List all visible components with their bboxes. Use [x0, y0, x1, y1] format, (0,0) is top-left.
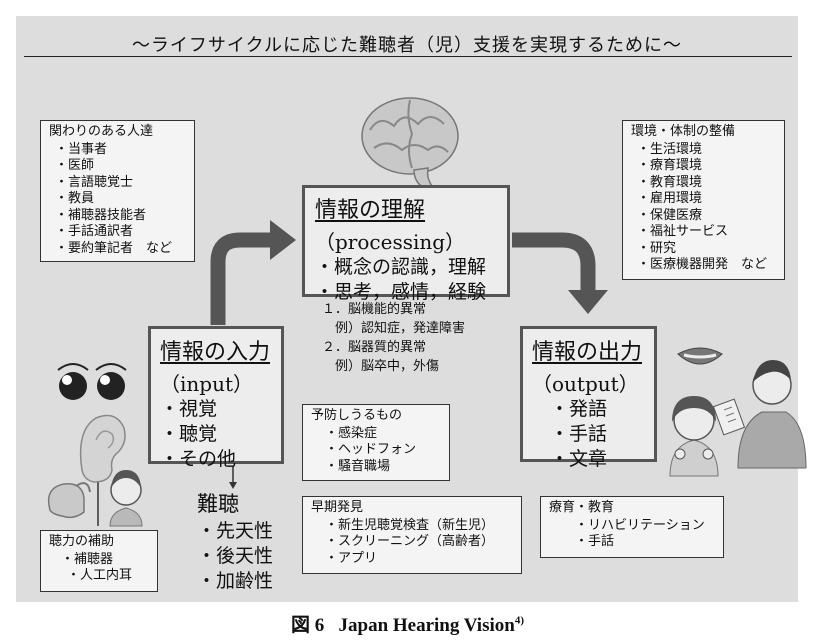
hearing-aid-box: 聴力の補助 ・補聴器 ・人工内耳 [40, 530, 158, 592]
child-icon [669, 396, 719, 477]
hearing-aid-icon [47, 482, 91, 519]
environment-item: ・教育環境 [637, 174, 703, 190]
hearing-aid-item: ・補聴器 [61, 551, 114, 567]
people-item: ・教員 [55, 191, 95, 206]
output-english: （output） [532, 372, 639, 396]
caption-text: Japan Hearing Vision [338, 615, 515, 636]
input-english: （input） [160, 372, 253, 396]
eyes-icon [57, 363, 127, 400]
people-item: ・補聴器技能者 [55, 207, 147, 223]
output-item: ・文章 [550, 448, 608, 470]
input-heading: 情報の入力 [160, 340, 271, 365]
processing-note: 例）認知症，発達障害 [322, 321, 466, 336]
environment-box: 環境・体制の整備 ・生活環境 ・療育環境 ・教育環境 ・雇用環境 ・保健医療 ・… [622, 120, 785, 280]
preventable-box: 予防しうるもの ・感染症 ・ヘッドフォン ・騒音職場 [302, 404, 450, 481]
processing-note: ２．脳器質的異常 [322, 340, 427, 355]
output-item: ・手話 [550, 423, 608, 445]
processing-note: 例）脳卒中，外傷 [322, 359, 440, 374]
people-item: ・当事者 [55, 141, 108, 157]
environment-item: ・医療機器開発 など [637, 257, 768, 272]
people-item: ・医師 [55, 158, 95, 173]
hearing-loss-heading: 難聴 [197, 492, 239, 516]
therapy-education-item: ・手話 [575, 534, 615, 549]
processing-english: （processing） [315, 230, 466, 254]
environment-item: ・生活環境 [637, 141, 703, 157]
processing-item: ・思考，感情，経験 [315, 281, 487, 303]
therapy-education-heading: 療育・教育 [549, 500, 615, 515]
preventable-item: ・ヘッドフォン [325, 442, 417, 457]
processing-note: １．脳機能的異常 [322, 302, 427, 317]
environment-item: ・福祉サービス [637, 224, 729, 239]
environment-item: ・研究 [637, 240, 677, 256]
arrow-input-to-processing [210, 232, 272, 325]
hearing-aid-item: ・人工内耳 [67, 568, 133, 583]
people-involved-box: 関わりのある人達 ・当事者 ・医師 ・言語聴覚士 ・教員 ・補聴器技能者 ・手話… [40, 120, 195, 262]
hearing-loss-item: ・先天性 [197, 520, 274, 542]
hearing-aid-heading: 聴力の補助 [49, 534, 115, 549]
processing-notes: １．脳機能的異常 例）認知症，発達障害 ２．脳器質的異常 例）脳卒中，外傷 [322, 300, 465, 376]
hearing-loss-item: ・後天性 [197, 545, 274, 567]
arrow-processing-to-output [512, 232, 596, 292]
environment-item: ・保健医療 [637, 207, 703, 223]
teacher-icon [712, 360, 807, 469]
input-item: ・聴覚 [160, 423, 218, 445]
people-item: ・要約筆記者 など [55, 240, 173, 256]
arrow-input-to-processing-head [270, 220, 296, 260]
output-box: 情報の出力 （output） ・発語 ・手話 ・文章 [520, 326, 657, 470]
ear-icon [79, 414, 126, 483]
input-item: ・その他 [160, 448, 237, 470]
figure-caption: 図 6 Japan Hearing Vision4) [0, 610, 815, 637]
people-item: ・言語聴覚士 [55, 174, 134, 190]
preventable-item: ・感染症 [325, 425, 378, 441]
processing-heading: 情報の理解 [315, 198, 426, 223]
people-involved-heading: 関わりのある人達 [49, 124, 154, 139]
mouth-icon [677, 347, 723, 365]
title-rule [24, 56, 792, 57]
elderly-person-icon [109, 470, 143, 527]
therapy-education-box: 療育・教育 ・リハビリテーション ・手話 [540, 496, 724, 558]
brain-icon [361, 97, 459, 189]
preventable-item: ・騒音職場 [325, 458, 391, 474]
processing-item: ・概念の認識，理解 [315, 256, 487, 278]
early-detection-heading: 早期発見 [311, 500, 364, 515]
caption-figure-number: 図 6 [290, 615, 325, 636]
processing-box: 情報の理解 （processing） ・概念の認識，理解 ・思考，感情，経験 [302, 185, 510, 303]
hearing-loss: 難聴 ・先天性 ・後天性 ・加齢性 [197, 492, 273, 594]
environment-heading: 環境・体制の整備 [631, 124, 736, 139]
output-heading: 情報の出力 [532, 340, 643, 365]
environment-item: ・療育環境 [637, 158, 703, 173]
input-item: ・視覚 [160, 398, 218, 420]
arrow-input-to-hearing-loss-head [229, 482, 237, 489]
output-item: ・発語 [550, 398, 608, 420]
caption-reference: 4) [514, 614, 524, 627]
figure-title: ～ライフサイクルに応じた難聴者（児）支援を実現するために～ [131, 35, 683, 56]
early-detection-item: ・新生児聴覚検査（新生児） [325, 517, 495, 533]
therapy-education-item: ・リハビリテーション [575, 517, 705, 533]
people-item: ・手話通訳者 [55, 224, 134, 239]
hearing-loss-item: ・加齢性 [197, 570, 274, 592]
early-detection-item: ・アプリ [325, 550, 378, 566]
environment-item: ・雇用環境 [637, 191, 703, 206]
arrow-processing-to-output-head [568, 290, 608, 314]
preventable-heading: 予防しうるもの [311, 408, 403, 423]
early-detection-item: ・スクリーニング（高齢者） [325, 534, 495, 549]
input-box: 情報の入力 （input） ・視覚 ・聴覚 ・その他 [148, 326, 284, 470]
early-detection-box: 早期発見 ・新生児聴覚検査（新生児） ・スクリーニング（高齢者） ・アプリ [302, 496, 522, 574]
